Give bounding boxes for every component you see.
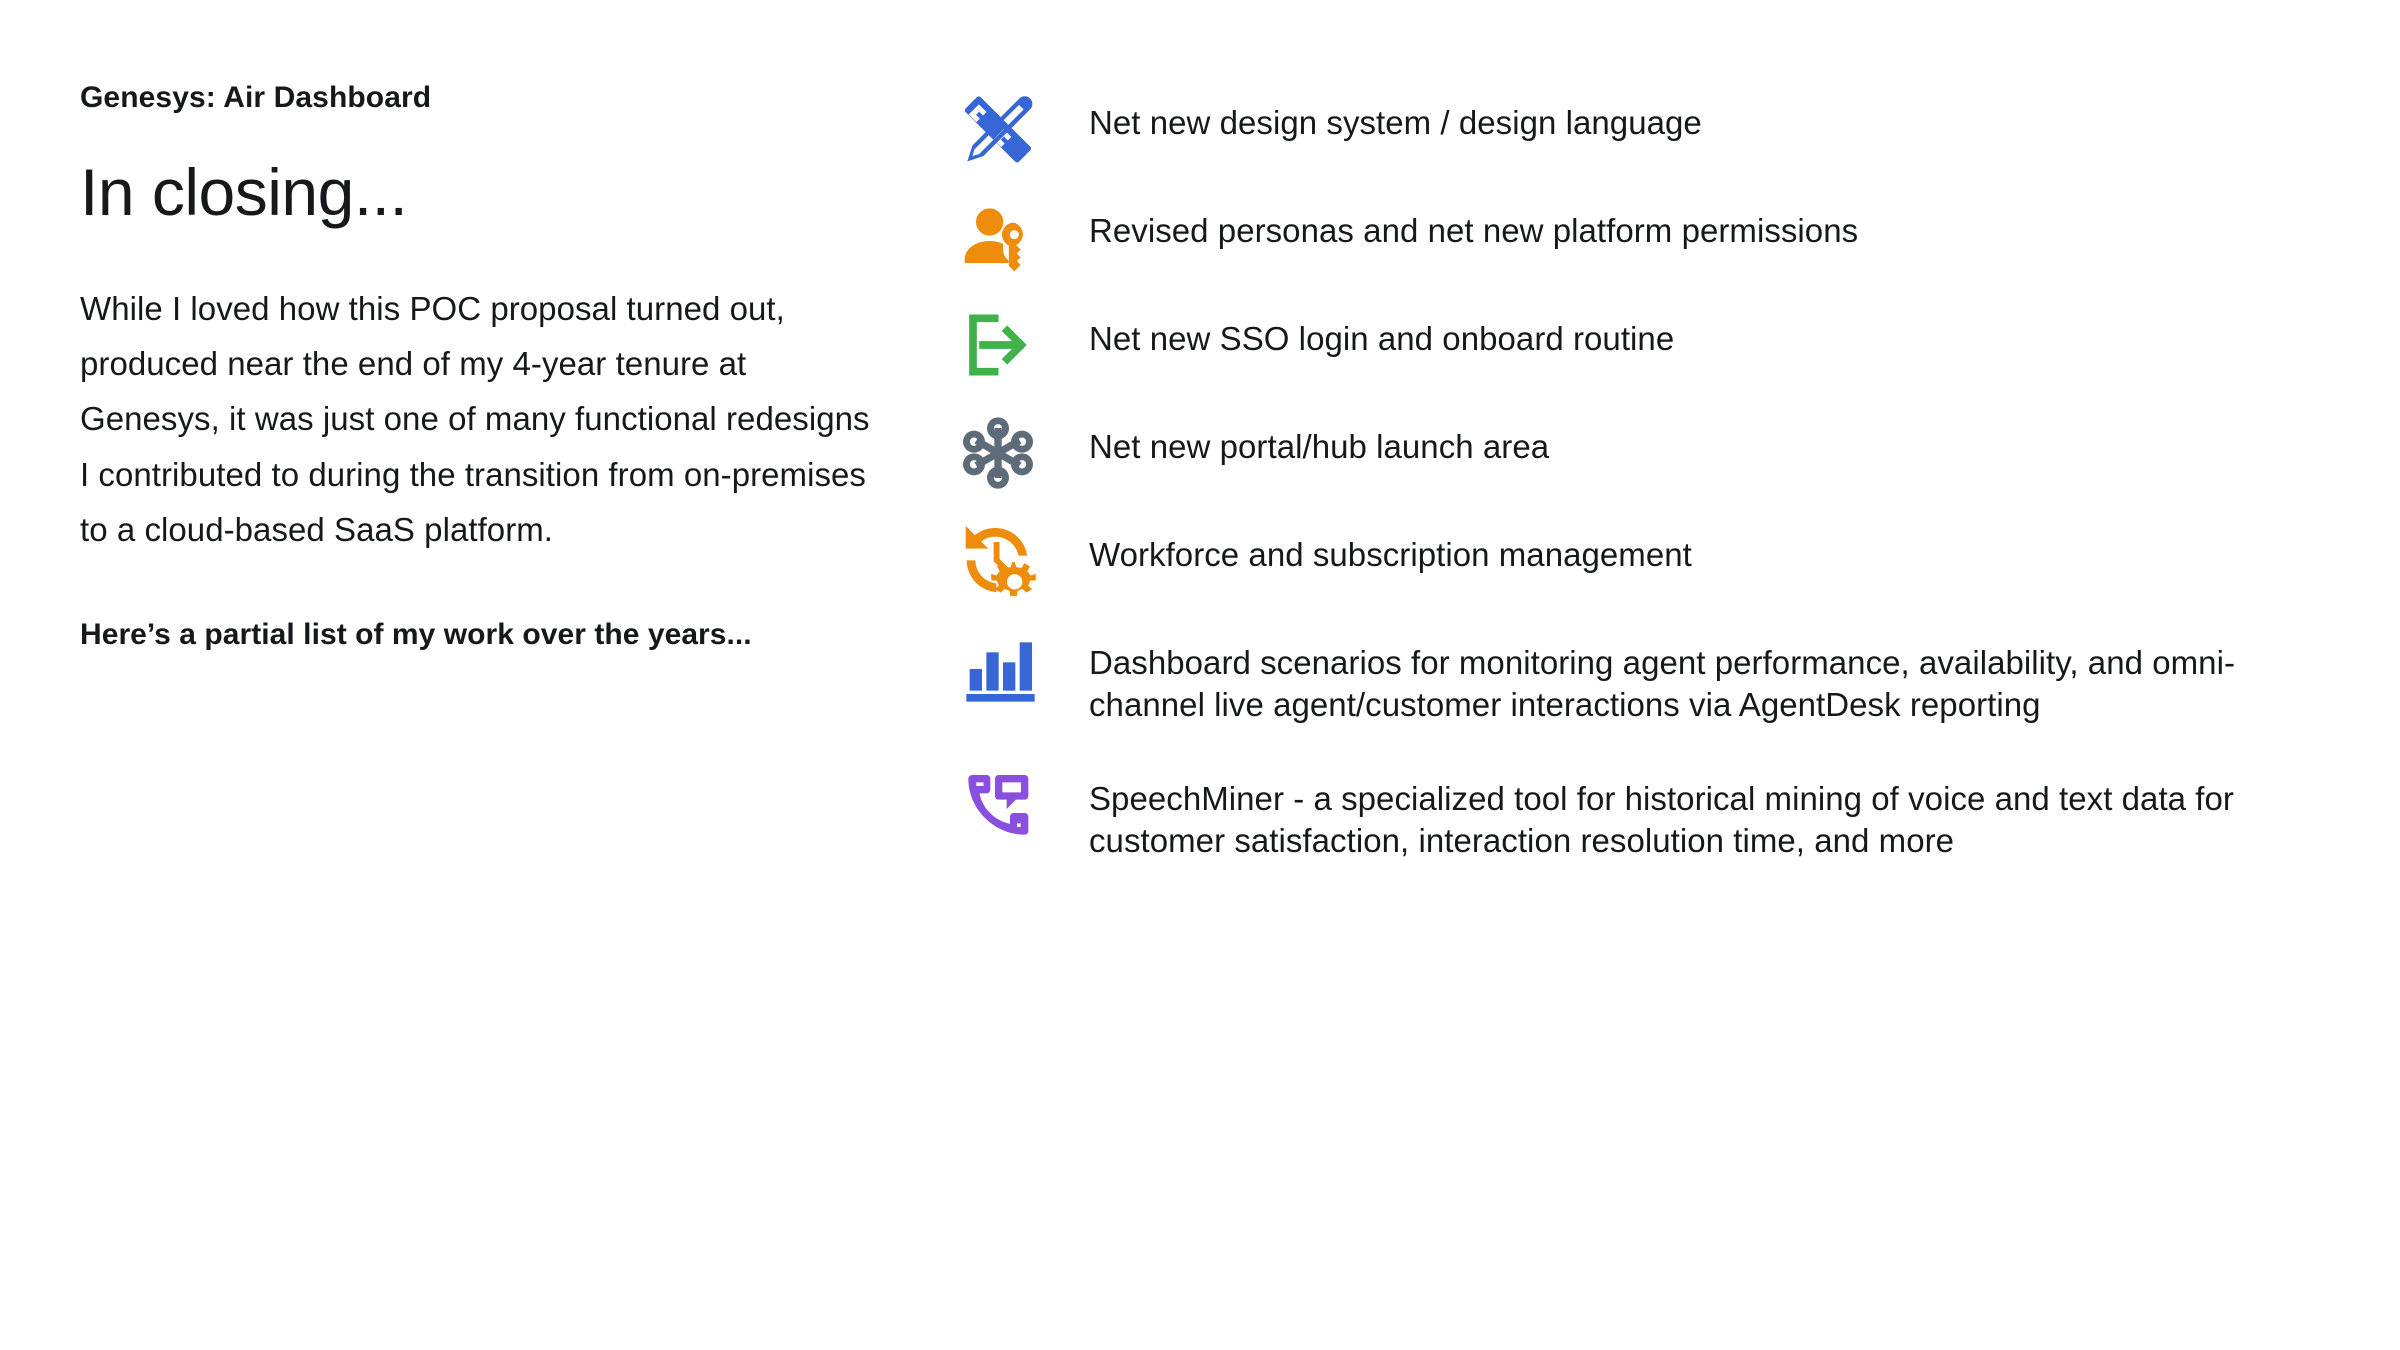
clock-gear-icon [955,518,1041,604]
body-paragraph: While I loved how this POC proposal turn… [80,289,870,549]
feature-label: Dashboard scenarios for monitoring agent… [1089,644,2235,723]
feature-label: Net new portal/hub launch area [1089,428,1550,465]
feature-label: Net new design system / design language [1089,104,1702,141]
feature-label: SpeechMiner - a specialized tool for his… [1089,779,2234,859]
login-arrow-icon [955,302,1041,388]
list-item: Dashboard scenarios for monitoring agent… [955,626,2310,726]
list-item: SpeechMiner - a specialized tool for his… [955,762,2310,862]
feature-list: Net new design system / design language … [955,86,2310,862]
closing-note: Here’s a partial list of my work over th… [80,617,752,651]
list-item: Net new portal/hub launch area [955,410,2310,496]
feature-label: Workforce and subscription management [1089,536,1692,573]
list-item: Revised personas and net new platform pe… [955,194,2310,280]
left-column: Genesys: Air Dashboard In closing... Whi… [0,0,900,657]
right-column: Net new design system / design language … [900,0,2400,898]
user-key-icon [955,194,1041,280]
list-item: Net new SSO login and onboard routine [955,302,2310,388]
feature-label: Net new SSO login and onboard routine [1089,320,1675,357]
slide-eyebrow-title: Genesys: Air Dashboard [80,81,432,114]
design-tools-icon [955,86,1041,172]
list-item: Workforce and subscription management [955,518,2310,604]
phone-speech-icon [955,762,1041,848]
feature-label: Revised personas and net new platform pe… [1089,212,1859,249]
bar-chart-icon [955,626,1041,712]
network-hub-icon [955,410,1041,496]
list-item: Net new design system / design language [955,86,2310,172]
page-title: In closing... [80,155,408,229]
